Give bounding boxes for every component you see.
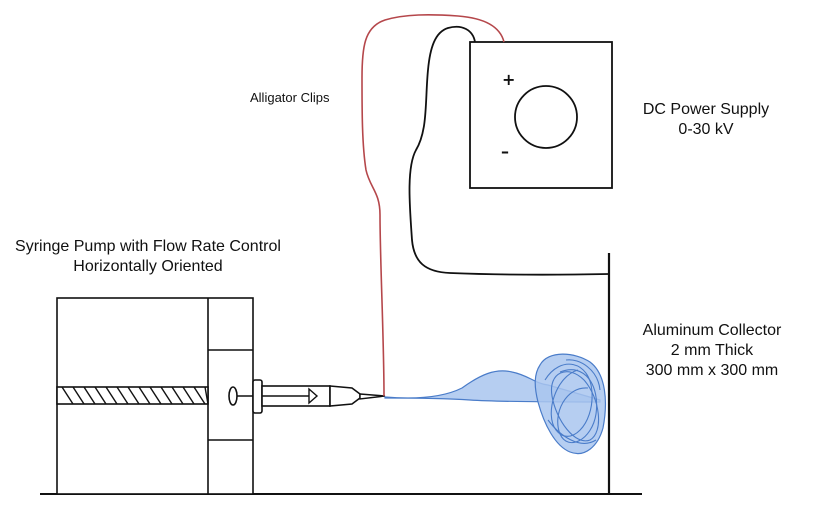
syringe-pump-label: Syringe Pump with Flow Rate Control Hori… <box>0 237 296 277</box>
collector-title: Aluminum Collector <box>642 322 782 339</box>
fiber-loops <box>544 359 601 444</box>
power-supply-label: DC Power Supply 0-30 kV <box>626 100 786 140</box>
thread-line <box>160 386 173 405</box>
thread-line <box>83 386 96 405</box>
syringe-tip <box>329 385 361 407</box>
lead-screw-threads <box>61 386 209 405</box>
dc-power-supply <box>469 41 613 189</box>
thread-line <box>182 386 195 405</box>
syringe-pump <box>56 297 254 495</box>
plus-sign: + <box>502 70 516 89</box>
thread-line <box>149 386 162 405</box>
needle <box>359 393 386 400</box>
thread-line <box>204 386 209 405</box>
collector-label: Aluminum Collector 2 mm Thick 300 mm x 3… <box>622 321 802 381</box>
lead-screw <box>56 386 209 405</box>
fiber-plume <box>384 353 607 455</box>
syringe-pump-title: Syringe Pump with Flow Rate Control <box>15 238 281 255</box>
collector-thickness: 2 mm Thick <box>670 342 754 359</box>
negative-wire <box>408 25 610 276</box>
power-supply-title: DC Power Supply <box>642 101 770 118</box>
collector-size: 300 mm x 300 mm <box>645 362 779 379</box>
power-supply-dial <box>514 85 578 149</box>
thread-line <box>105 386 118 405</box>
syringe-pump-orientation: Horizontally Oriented <box>73 258 223 275</box>
plunger-thumb <box>228 386 238 406</box>
minus-sign: – <box>501 142 509 161</box>
fiber-coil <box>534 353 607 455</box>
thread-line <box>171 386 184 405</box>
alligator-clips-label: Alligator Clips <box>250 90 330 105</box>
power-supply-range: 0-30 kV <box>678 121 734 138</box>
thread-line <box>127 386 140 405</box>
plunger-head <box>308 387 319 405</box>
thread-line <box>94 386 107 405</box>
thread-line <box>193 386 206 405</box>
thread-line <box>116 386 129 405</box>
syringe <box>228 379 386 414</box>
positive-wire <box>361 14 505 397</box>
thread-line <box>72 386 85 405</box>
thread-line <box>61 386 74 405</box>
syringe-flange <box>252 379 263 414</box>
thread-line <box>138 386 151 405</box>
